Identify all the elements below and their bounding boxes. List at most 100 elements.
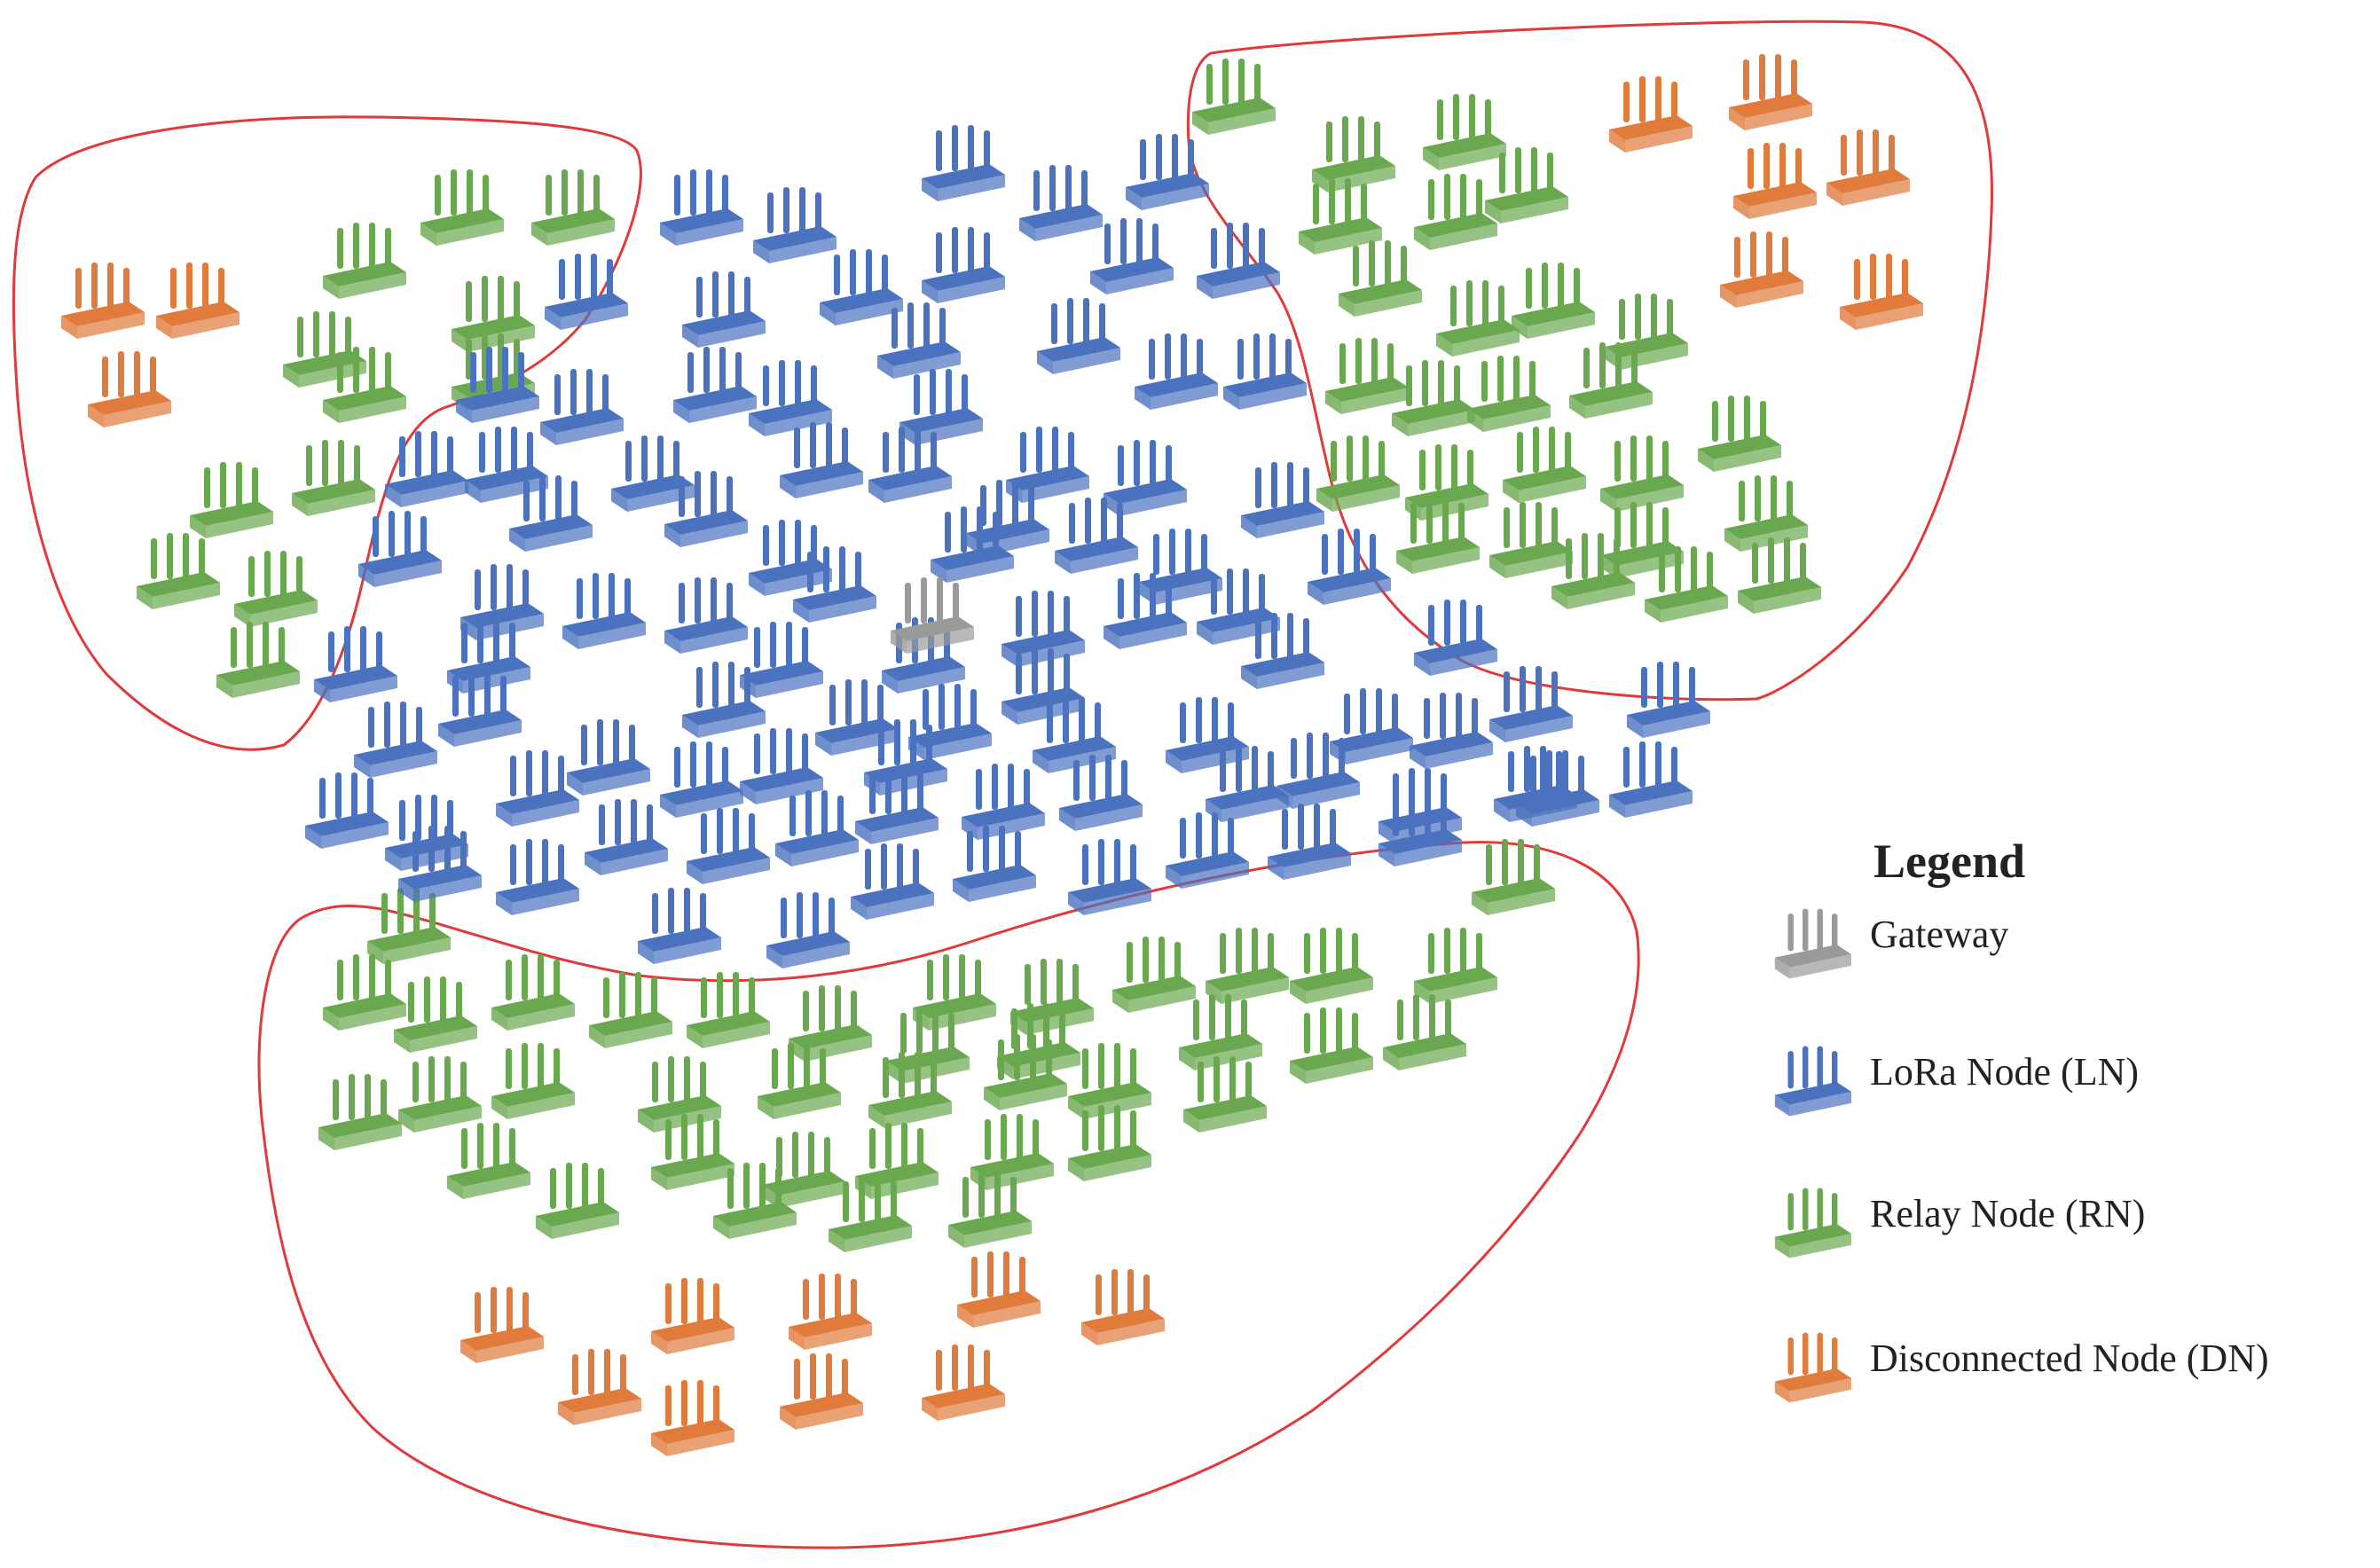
lora-node-router-icon — [899, 369, 983, 445]
disconnected-node-router-icon — [1840, 254, 1923, 330]
lora-node-router-icon — [540, 369, 624, 445]
legend-label-relay: Relay Node (RN) — [1870, 1192, 2146, 1235]
relay-node-router-icon — [1312, 116, 1395, 192]
lora-node-router-icon — [1268, 804, 1351, 880]
legend-item-disconnected: Disconnected Node (DN) — [1763, 1320, 2376, 1417]
region-boundary-bottom — [257, 841, 1640, 1549]
gateway-node-router-icon — [891, 577, 974, 654]
lora-node-router-icon — [1489, 666, 1573, 742]
lora-node-router-icon — [354, 702, 437, 778]
relay-node-router-icon — [1489, 502, 1573, 578]
lora-node-router-icon — [664, 577, 748, 654]
lora-node-router-icon — [1609, 741, 1693, 818]
disconnected-node-router-icon — [1609, 76, 1693, 153]
relay-node-router-icon — [452, 276, 535, 352]
router-icon — [1774, 1332, 1851, 1403]
lora-node-router-icon — [749, 520, 832, 596]
lora-node-router-icon — [460, 564, 544, 640]
lora-node-router-icon — [1001, 591, 1085, 667]
disconnected-node-router-icon — [651, 1380, 734, 1456]
router-icon — [1774, 908, 1851, 979]
lora-node-router-icon — [638, 888, 721, 964]
relay-node-router-icon — [1383, 994, 1466, 1070]
lora-node-router-icon — [753, 187, 837, 263]
relay-node-router-icon — [1436, 280, 1520, 357]
relay-node-router-icon — [367, 888, 451, 964]
relay-node-router-icon — [1112, 937, 1196, 1013]
disconnected-node-router-icon — [1826, 129, 1910, 206]
relay-node-router-icon — [687, 972, 770, 1048]
relay-node-router-icon — [1192, 59, 1276, 135]
lora-node-router-icon — [1090, 218, 1174, 294]
region-boundary-top-right — [1186, 20, 1993, 702]
relay-node-router-icon — [420, 169, 504, 246]
lora-node-router-icon — [766, 892, 850, 968]
disconnected-node-router-icon — [1081, 1269, 1165, 1345]
relay-node-router-icon — [1423, 94, 1506, 170]
disconnected-node-router-icon — [1720, 231, 1803, 308]
relay-node-router-icon — [1472, 839, 1555, 915]
relay-node-router-icon — [1290, 928, 1373, 1004]
relay-node-router-icon — [1339, 240, 1422, 317]
relay-node-router-icon — [491, 1043, 575, 1119]
lora-node-router-icon — [922, 125, 1005, 201]
lora-node-router-icon — [673, 347, 757, 423]
relay-node-router-icon — [394, 976, 477, 1053]
lora-node-router-icon — [1241, 462, 1324, 538]
disconnected-node-router-icon — [780, 1353, 863, 1430]
relay-node-router-icon — [323, 954, 406, 1031]
disconnected-node-router-icon — [1733, 143, 1817, 219]
disconnected-node-router-icon — [61, 263, 145, 339]
relay-node-router-icon — [216, 622, 300, 698]
relay-node-router-icon — [762, 1132, 845, 1208]
relay-node-router-icon — [1010, 959, 1094, 1035]
lora-node-router-icon — [496, 839, 579, 915]
lora-node-router-icon — [780, 422, 863, 498]
lora-node-router-icon — [314, 626, 397, 702]
disconnected-node-router-icon — [156, 263, 240, 339]
lora-node-router-icon — [922, 227, 1005, 303]
lora-node-router-icon — [908, 684, 992, 760]
relay-node-router-icon — [536, 1163, 619, 1239]
legend-item-lora: LoRa Node (LN) — [1763, 1033, 2376, 1131]
lora-node-router-icon — [1135, 333, 1218, 410]
lora-node-router-icon — [305, 772, 389, 849]
relay-node-router-icon — [318, 1074, 402, 1150]
disconnected-node-router-icon — [558, 1349, 641, 1425]
relay-node-router-icon — [1600, 435, 1684, 512]
lora-node-router-icon — [585, 799, 668, 875]
lora-node-router-icon — [740, 622, 823, 698]
relay-node-router-icon — [1068, 1043, 1151, 1119]
relay-node-router-icon — [1512, 263, 1595, 339]
disconnected-node-router-icon — [88, 351, 171, 427]
relay-node-router-icon — [491, 954, 575, 1031]
relay-node-router-icon — [1325, 338, 1409, 414]
lora-node-router-icon — [385, 795, 468, 871]
relay-node-router-icon — [789, 985, 872, 1062]
relay-node-router-icon — [1414, 174, 1497, 250]
router-icon — [1774, 1046, 1851, 1117]
disconnected-node-router-icon — [460, 1287, 544, 1363]
legend-item-relay: Relay Node (RN) — [1763, 1175, 2376, 1273]
disconnected-node-router-icon — [922, 1345, 1005, 1421]
lora-node-router-icon — [1068, 839, 1151, 915]
lora-node-router-icon — [815, 679, 899, 756]
relay-node-router-icon — [1600, 502, 1684, 578]
lora-node-router-icon — [1166, 812, 1249, 889]
disconnected-node-router-icon — [789, 1274, 872, 1350]
lora-node-router-icon — [1223, 333, 1307, 410]
relay-node-router-icon — [137, 533, 220, 609]
lora-node-router-icon — [465, 427, 548, 503]
lora-node-router-icon — [1104, 440, 1187, 516]
lora-node-router-icon — [562, 573, 646, 649]
relay-node-router-icon — [638, 1056, 721, 1133]
router-icon — [1774, 1188, 1851, 1258]
relay-node-router-icon — [234, 551, 318, 627]
legend-item-gateway: Gateway — [1763, 896, 2376, 993]
relay-node-router-icon — [1467, 356, 1551, 432]
relay-node-router-icon — [1724, 475, 1808, 552]
legend-title: Legend — [1873, 835, 2026, 888]
relay-node-router-icon — [1698, 396, 1781, 472]
lora-node-router-icon — [1308, 529, 1391, 605]
lora-node-router-icon — [1410, 693, 1493, 769]
